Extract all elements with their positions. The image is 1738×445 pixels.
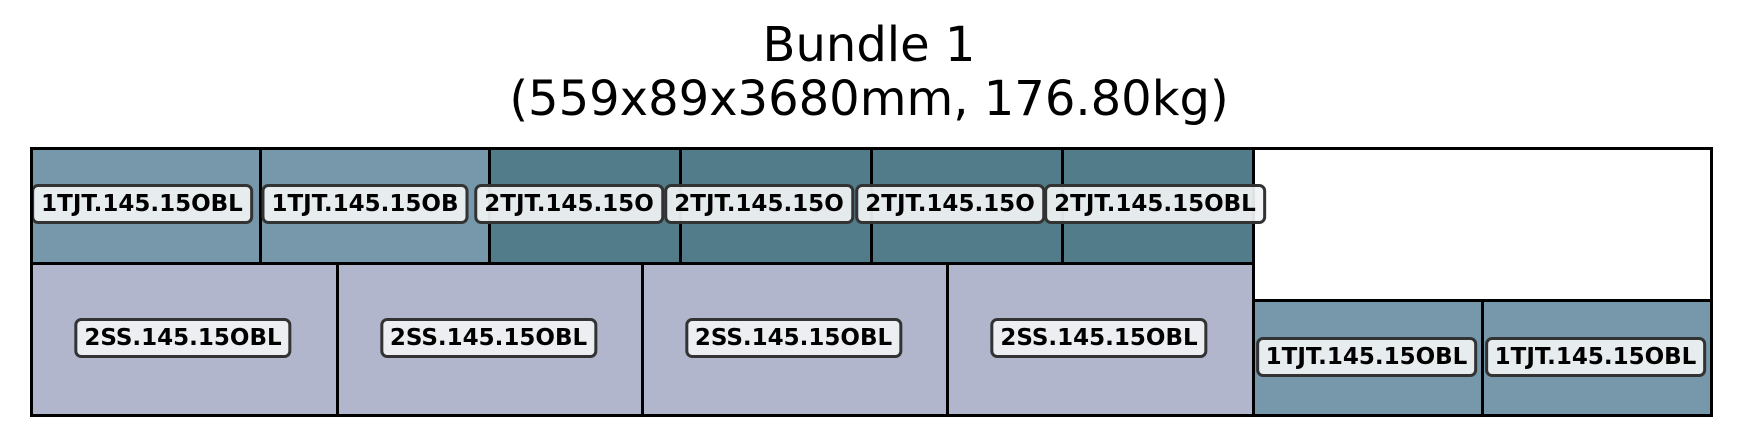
bundle-layout: 2SS.145.15OBL 2SS.145.15OBL 2SS.145.15OBL 2…	[30, 147, 1713, 417]
title-line-2: (559x89x3680mm, 176.80kg)	[509, 71, 1229, 127]
empty-space	[1252, 147, 1713, 302]
piece-label: 2SS.145.15OBL	[74, 318, 292, 358]
piece-label: 1TJT.145.15OBL	[31, 184, 253, 224]
piece-label: 1TJT.145.15OB	[261, 184, 469, 224]
piece-label: 2TJT.145.15O	[664, 184, 854, 224]
piece-label: 2TJT.145.15OBL	[1044, 184, 1266, 224]
diagram-title: Bundle 1 (559x89x3680mm, 176.80kg)	[0, 18, 1738, 126]
piece-label: 2SS.145.15OBL	[990, 318, 1208, 358]
piece-label: 2SS.145.15OBL	[379, 318, 598, 358]
title-line-1: Bundle 1	[762, 17, 976, 73]
piece-label: 2SS.145.15OBL	[684, 318, 903, 358]
piece-label: 1TJT.145.15OBL	[1484, 336, 1707, 377]
piece-label: 2TJT.145.15O	[474, 184, 664, 224]
piece-label: 1TJT.145.15OBL	[1255, 336, 1478, 377]
piece-label: 2TJT.145.15O	[855, 184, 1045, 224]
